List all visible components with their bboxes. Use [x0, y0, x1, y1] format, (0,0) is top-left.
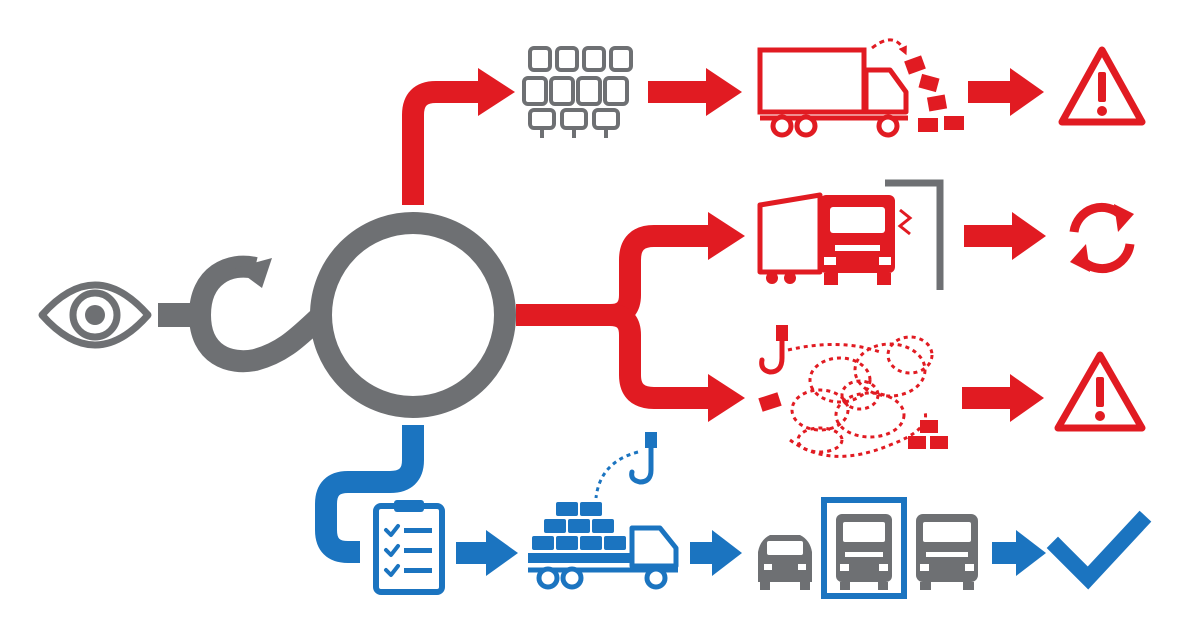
seats-icon [522, 46, 633, 138]
branch-top-connector [402, 81, 480, 205]
truck-hitting-gate-icon [757, 179, 944, 290]
arrow-head-low-1 [708, 374, 745, 422]
arrow-mid-2 [964, 212, 1046, 260]
crane-hook-tangled-path-icon [758, 325, 948, 458]
warning-icon [1054, 351, 1146, 432]
arrow-top-2 [648, 68, 742, 116]
checkmark-icon [1046, 510, 1152, 590]
checklist-icon [373, 500, 445, 595]
arrow-bottom-3 [992, 530, 1046, 576]
branch-middle-connector [516, 225, 712, 409]
truck-losing-cargo-icon [757, 38, 964, 138]
eye-icon [38, 281, 152, 349]
loop-arrow-icon [189, 255, 330, 373]
arrow-top-3 [968, 68, 1044, 116]
rework-icon [1069, 202, 1135, 274]
circle-node-icon [310, 212, 516, 418]
crane-loaded-truck-icon [528, 432, 679, 590]
selected-vehicle-icon [758, 497, 978, 599]
arrow-head-mid-1 [708, 212, 745, 260]
warning-icon [1058, 46, 1146, 126]
arrow-bottom-2 [690, 530, 742, 576]
arrow-low-2 [962, 374, 1044, 422]
arrow-head-top-1 [478, 68, 515, 116]
arrow-bottom-1 [456, 530, 518, 576]
branch-bottom-connector [315, 425, 424, 563]
